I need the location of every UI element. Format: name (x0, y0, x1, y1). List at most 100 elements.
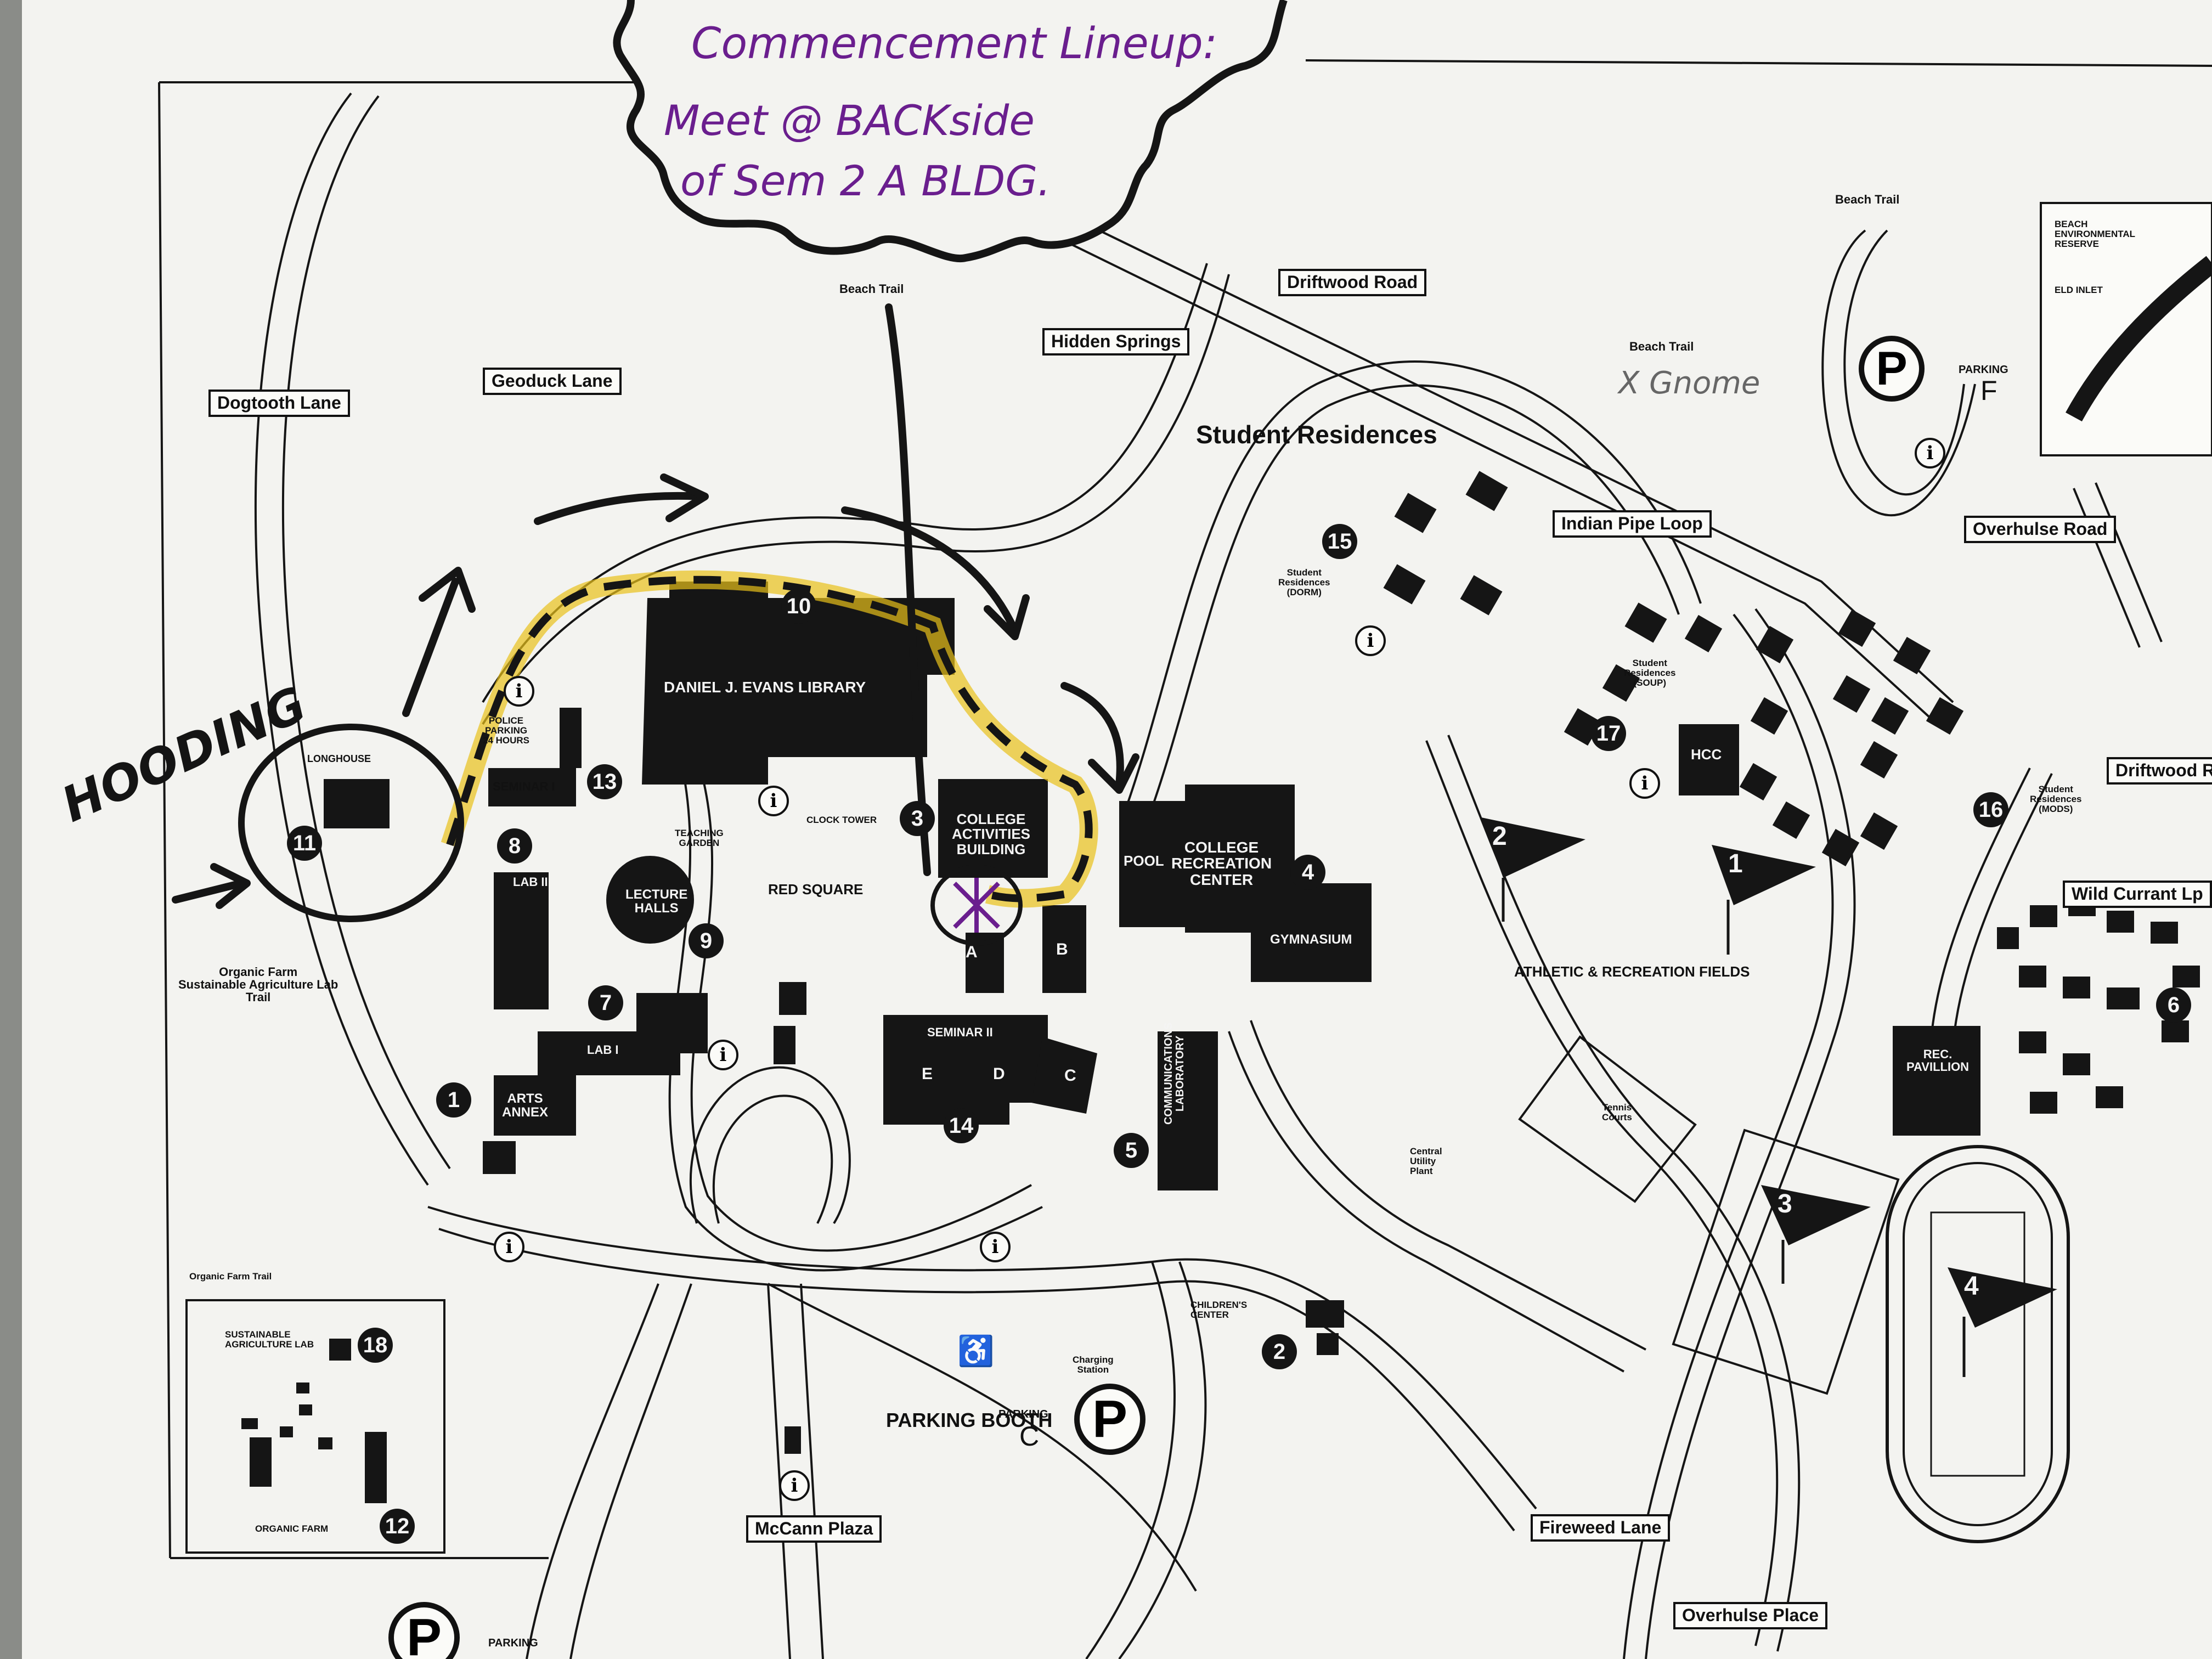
building-lecture-halls-label: LECTURE HALLS (625, 887, 688, 916)
info-icon: i (504, 676, 534, 707)
field-3-outline (1672, 1128, 1900, 1395)
hand-arrows (172, 303, 1139, 909)
info-icon: i (980, 1232, 1011, 1262)
residence-blocks (1383, 471, 2200, 1114)
building-dorm-label: Student Residences (DORM) (1278, 567, 1330, 597)
running-track (1886, 1145, 2070, 1543)
building-library-label: DANIEL J. EVANS LIBRARY (664, 679, 866, 696)
parking-c-label: PARKING (998, 1408, 1048, 1420)
marker-15: 15 (1322, 524, 1357, 559)
road-geoduck-lane: Geoduck Lane (483, 368, 622, 395)
marker-11: 11 (287, 826, 322, 861)
label-organic-farm-trail: Organic Farm Trail (189, 1271, 272, 1282)
field-1-number: 1 (1728, 849, 1743, 878)
parking-icon-f: P (1859, 336, 1925, 402)
label-organic-farm-trail-lab: Organic Farm Sustainable Agriculture Lab… (178, 965, 338, 1005)
building-crc-label: COLLEGE RECREATION CENTER (1171, 839, 1272, 888)
marker-13: 13 (587, 764, 622, 799)
label-teaching-garden: TEACHING GARDEN (675, 828, 724, 848)
building-longhouse-label: LONGHOUSE (307, 753, 371, 764)
seminar-a-letter: A (966, 943, 978, 961)
marker-1: 1 (436, 1082, 471, 1118)
label-beach-trail-1: Beach Trail (839, 282, 904, 296)
sustainable-ag-inset (185, 1299, 445, 1554)
building-pool-label: POOL (1124, 853, 1164, 869)
map-paper (22, 0, 2212, 1659)
seminar-d-letter: D (993, 1065, 1005, 1083)
annotation-cloud (613, 0, 1288, 263)
info-icon: i (758, 786, 789, 816)
marker-5: 5 (1114, 1133, 1149, 1168)
building-arts-annex-label: ARTS ANNEX (502, 1091, 549, 1120)
building-lab1-label: LAB I (587, 1043, 619, 1057)
label-beach-trail-2: Beach Trail (1835, 193, 1900, 206)
building-hcc-label: HCC (1691, 746, 1722, 763)
info-icon: i (1629, 768, 1660, 799)
building-lab2-label: LAB II (513, 875, 548, 889)
building-comm-lab-label: COMMUNICATIONS LABORATORY (1163, 1022, 1186, 1125)
marker-18: 18 (358, 1328, 393, 1363)
marker-9: 9 (689, 923, 724, 958)
parking-icon-b: P (388, 1602, 460, 1659)
road-indian-pipe-loop: Indian Pipe Loop (1553, 510, 1712, 538)
hooding-circle (238, 724, 464, 922)
parking-f-label: PARKING (1959, 364, 2008, 376)
label-tennis-courts: Tennis Courts (1602, 1102, 1632, 1122)
building-cab-label: COLLEGE ACTIVITIES BUILDING (952, 811, 1031, 857)
label-student-residences: Student Residences (1196, 420, 1437, 449)
marker-7: 7 (588, 985, 623, 1020)
marker-4: 4 (1290, 855, 1325, 890)
tennis-courts-outline (1518, 1035, 1697, 1203)
marker-8: 8 (497, 828, 532, 864)
purple-x-mark (953, 878, 1000, 933)
field-3-number: 3 (1778, 1189, 1792, 1218)
road-dogtooth-lane: Dogtooth Lane (208, 390, 350, 417)
label-eld-inlet: ELD INLET (2055, 285, 2103, 295)
marker-12: 12 (380, 1509, 415, 1544)
label-clock-tower: CLOCK TOWER (806, 815, 877, 825)
label-red-square: RED SQUARE (768, 881, 864, 898)
label-athletic-fields: ATHLETIC & RECREATION FIELDS (1514, 963, 1750, 980)
info-icon: i (494, 1232, 524, 1262)
info-icon: i (1915, 438, 1945, 469)
seminar-b-letter: B (1056, 940, 1068, 958)
building-seminar1-label: SEMINAR I (493, 780, 555, 793)
info-icon: i (779, 1470, 810, 1501)
sem-a-circle (930, 865, 1023, 946)
marker-14: 14 (944, 1108, 979, 1143)
cloud-text-line3: of Sem 2 A BLDG. (680, 156, 1051, 205)
building-rec-pavilion-label: REC. PAVILLION (1906, 1047, 1970, 1074)
marker-2: 2 (1262, 1334, 1297, 1369)
marker-17: 17 (1591, 716, 1626, 751)
road-overhulse-road: Overhulse Road (1964, 516, 2117, 543)
marker-16: 16 (1973, 792, 2008, 827)
gnome-annotation: X Gnome (1618, 365, 1760, 401)
road-wild-currant: Wild Currant Lp (2063, 881, 2212, 908)
road-overhulse-place: Overhulse Place (1673, 1602, 1828, 1629)
building-police-label: POLICE PARKING 24 HOURS (483, 715, 530, 746)
road-fireweed-lane: Fireweed Lane (1531, 1514, 1671, 1542)
field-2-number: 2 (1492, 822, 1507, 851)
info-icon: i (708, 1040, 738, 1070)
building-sustainable-ag-label: SUSTAINABLE AGRICULTURE LAB (225, 1329, 314, 1350)
parking-b-label: PARKING (488, 1637, 538, 1649)
label-central-utility: Central Utility Plant (1410, 1146, 1442, 1176)
wheelchair-icon: ♿ (957, 1335, 995, 1368)
info-icon: i (1355, 625, 1386, 656)
marker-10: 10 (781, 589, 816, 624)
seminar-c-letter: C (1064, 1066, 1076, 1085)
label-charging-station: Charging Station (1073, 1355, 1114, 1375)
seminar-e-letter: E (922, 1065, 933, 1083)
parking-icon-c: P (1074, 1384, 1146, 1455)
building-organic-farm-label: ORGANIC FARM (255, 1523, 329, 1534)
building-soup-label: Student Residences (SOUP) (1624, 658, 1676, 688)
road-hidden-springs: Hidden Springs (1042, 328, 1190, 356)
road-mccann-plaza: McCann Plaza (746, 1515, 882, 1543)
label-beach-trail-3: Beach Trail (1629, 340, 1694, 353)
parking-c-letter: C (1019, 1421, 1040, 1452)
building-mods-label: Student Residences (MODS) (2030, 784, 2082, 814)
marker-3: 3 (900, 801, 935, 836)
parking-f-letter: F (1980, 375, 1997, 406)
field-flags (1481, 817, 2057, 1377)
